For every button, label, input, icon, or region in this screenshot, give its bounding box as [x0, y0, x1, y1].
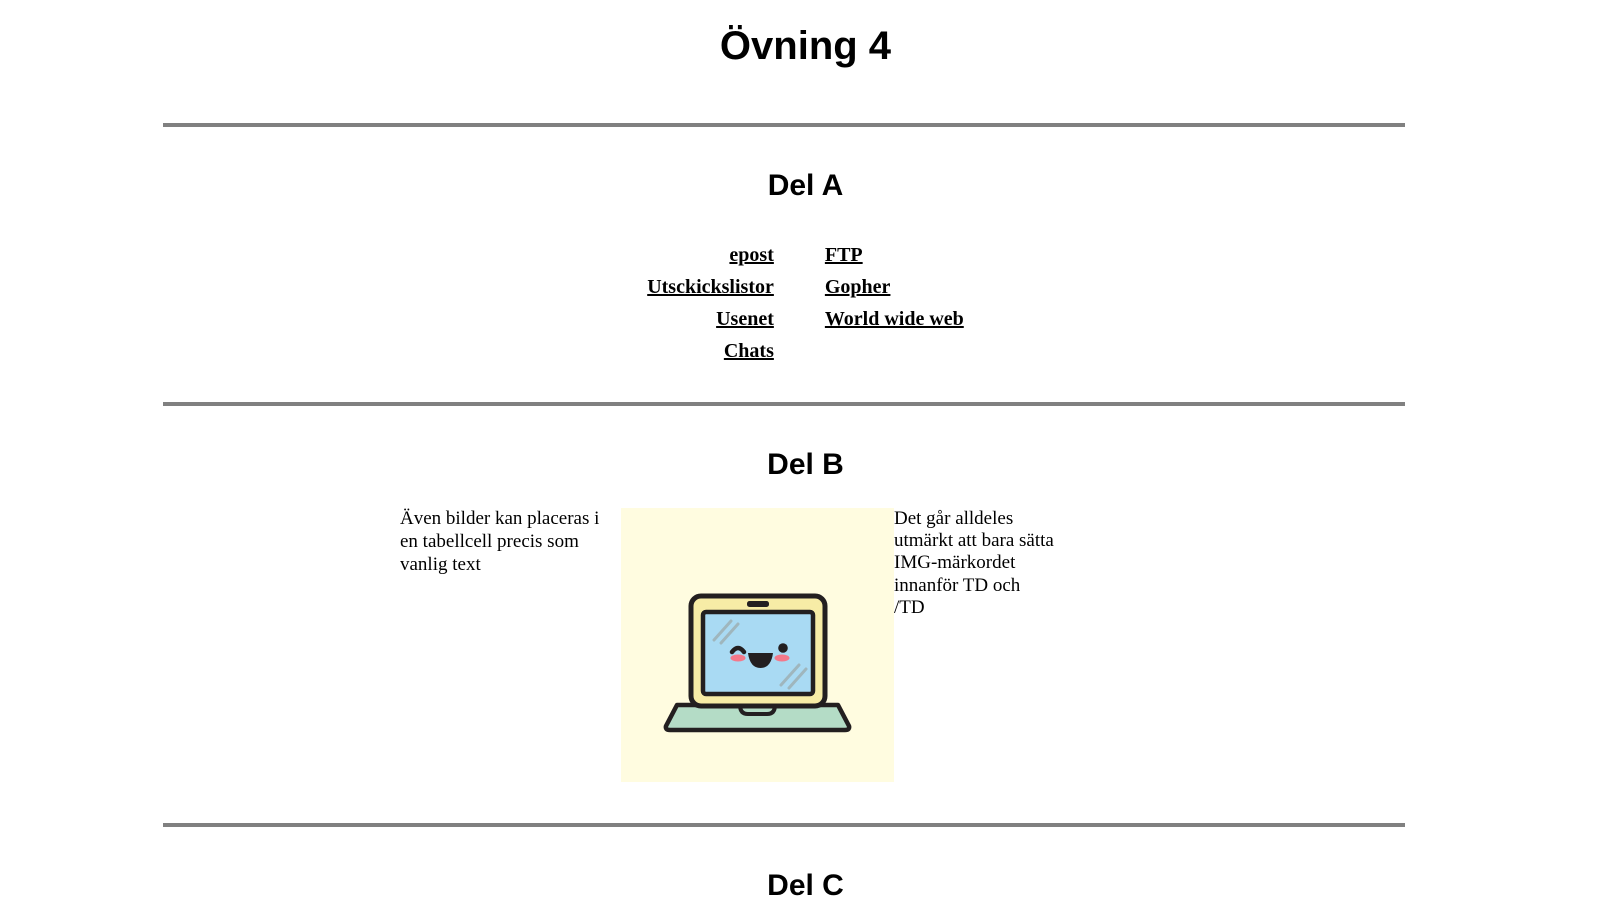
horizontal-rule-3-wrap: [0, 823, 1611, 827]
horizontal-rule-2-wrap: [0, 401, 1611, 406]
link-column-right: FTP Gopher World wide web: [825, 242, 964, 333]
caption-right-line-2: utmärkt att bara sätta: [894, 530, 1054, 552]
link-column-left: epost Utsckickslistor Usenet Chats: [647, 242, 774, 365]
kawaii-laptop-image: [621, 508, 894, 782]
section-heading-del-b: Del B: [767, 447, 844, 481]
link-epost[interactable]: epost: [729, 243, 774, 266]
mouth-smile: [748, 653, 773, 668]
horizontal-rule-2: [163, 401, 1405, 406]
link-gopher[interactable]: Gopher: [824, 275, 891, 298]
blush-right: [774, 654, 790, 662]
link-ftp[interactable]: FTP: [824, 243, 863, 266]
table-cell-image: [621, 508, 894, 782]
link-world-wide-web[interactable]: World wide web: [824, 307, 964, 330]
caption-right-line-3: IMG-märkordet: [894, 552, 1016, 574]
screen-shine-bottom-right: [779, 663, 808, 690]
link-columns: epost Utsckickslistor Usenet Chats FTP G…: [0, 242, 1611, 365]
table-row: Även bilder kan placeras i en tabellcell…: [0, 508, 1611, 782]
laptop-illustration-svg: [621, 508, 894, 782]
table-cell-caption-left: Även bilder kan placeras i en tabellcell…: [400, 508, 600, 575]
link-usenet[interactable]: Usenet: [716, 307, 774, 330]
laptop-base: [663, 702, 852, 733]
caption-right-line-5: /TD: [894, 596, 925, 618]
caption-right-line-4: innanför TD och: [894, 574, 1021, 596]
link-utsckickslistor[interactable]: Utsckickslistor: [647, 275, 774, 298]
section-heading-del-c: Del C: [767, 869, 844, 902]
horizontal-rule-1-wrap: [0, 123, 1611, 127]
del-b-layout-table: Även bilder kan placeras i en tabellcell…: [0, 508, 1611, 782]
horizontal-rule-1: [163, 123, 1405, 127]
page-title: Övning 4: [719, 24, 892, 68]
section-del-c: Del C: [0, 827, 1611, 907]
section-heading-del-a: Del A: [767, 169, 844, 202]
link-chats[interactable]: Chats: [723, 339, 774, 362]
table-cell-caption-right: Det går alldeles utmärkt att bara sätta …: [894, 508, 1611, 782]
laptop-webcam: [747, 601, 769, 607]
screen-shine-top-left: [712, 619, 740, 645]
table-cell-spacer: [0, 508, 400, 782]
blush-left: [730, 654, 746, 662]
caption-right-line-1: Det går alldeles: [894, 508, 1014, 529]
eye-right-dot: [778, 643, 788, 653]
eye-left-wink: [729, 645, 747, 655]
horizontal-rule-3: [163, 823, 1405, 827]
